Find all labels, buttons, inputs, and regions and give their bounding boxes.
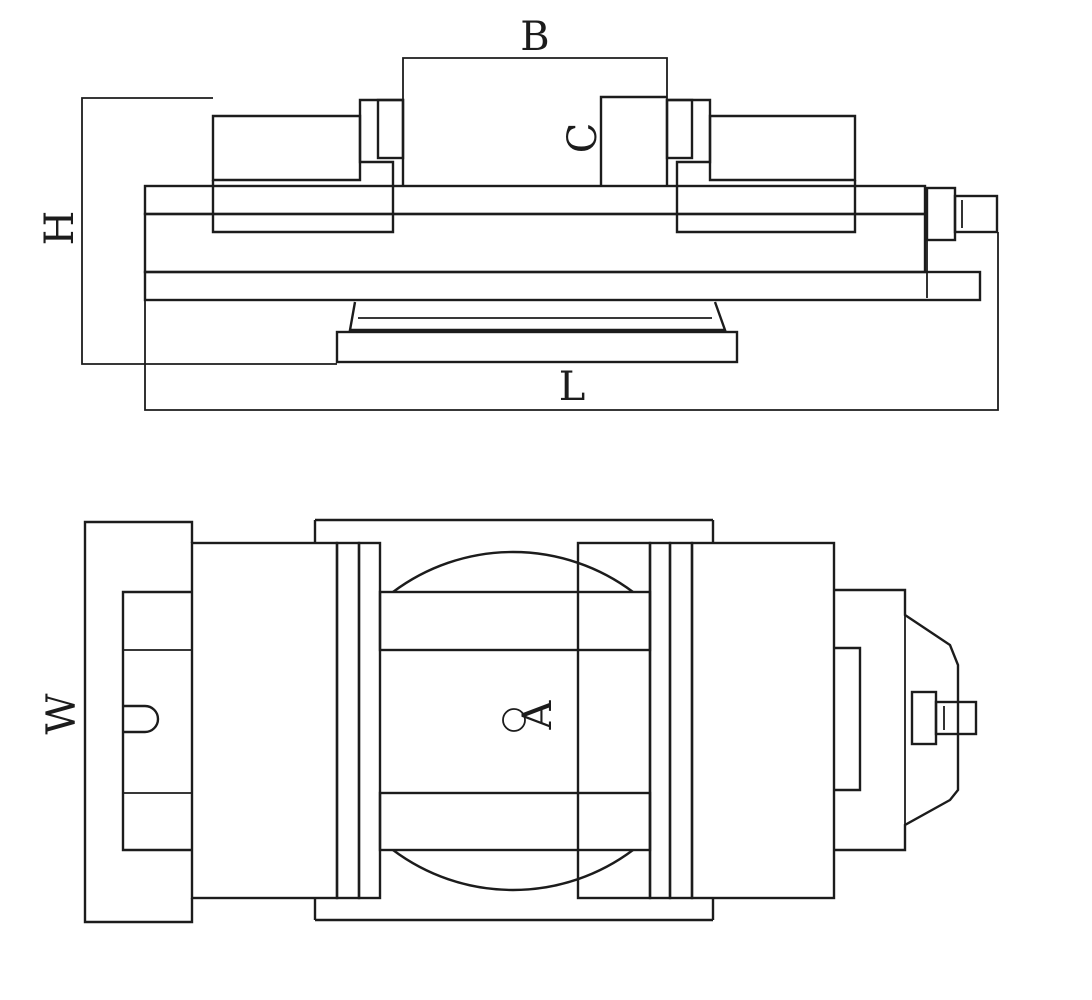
top-left-jaw [190,541,339,900]
base-plate [335,330,739,364]
left-jaw-body [211,98,405,234]
top-left-jaw-plate [357,541,382,900]
top-right-jaw [690,541,836,900]
screw-nut [925,186,957,242]
left-flange [121,590,192,852]
top-right-jaw-front [576,541,652,900]
top-right-jaw-strip [668,541,694,900]
upper-rail [143,184,927,216]
bed-rail-bottom [378,791,652,852]
label-a: A [515,699,561,730]
base-outline-left [83,520,194,924]
mounting-slot [123,704,160,734]
screw-end [953,194,999,234]
right-jaw-plate [665,98,694,160]
label-c: C [560,123,606,154]
center-circle [502,708,526,732]
right-jaw-body [665,98,857,234]
top-screw-nut [910,690,938,746]
screw-housing-boss [834,646,862,792]
label-b: B [520,14,549,60]
top-view: A W [39,518,978,924]
label-h: H [37,211,83,246]
swivel-plate [348,301,727,332]
label-l: L [559,364,586,410]
jaw-step [599,95,667,186]
top-left-jaw-strip [335,541,361,900]
left-jaw-block [211,114,362,182]
top-right-jaw-plate [648,541,672,900]
dimension-line-h [81,97,337,365]
side-view: B C H L [37,14,999,411]
lower-rail [143,270,982,302]
right-jaw-block [708,114,857,182]
left-jaw-plate [376,98,405,160]
main-body [143,212,927,274]
dimension-line-l [144,232,999,411]
swivel-arc-bottom [392,849,634,892]
top-screw-end [934,700,978,736]
dimension-line-b [402,57,668,100]
swivel-arc-top [392,550,634,593]
label-w: W [39,693,85,734]
screw-housing [834,588,960,852]
bed-rail-top [378,590,652,652]
